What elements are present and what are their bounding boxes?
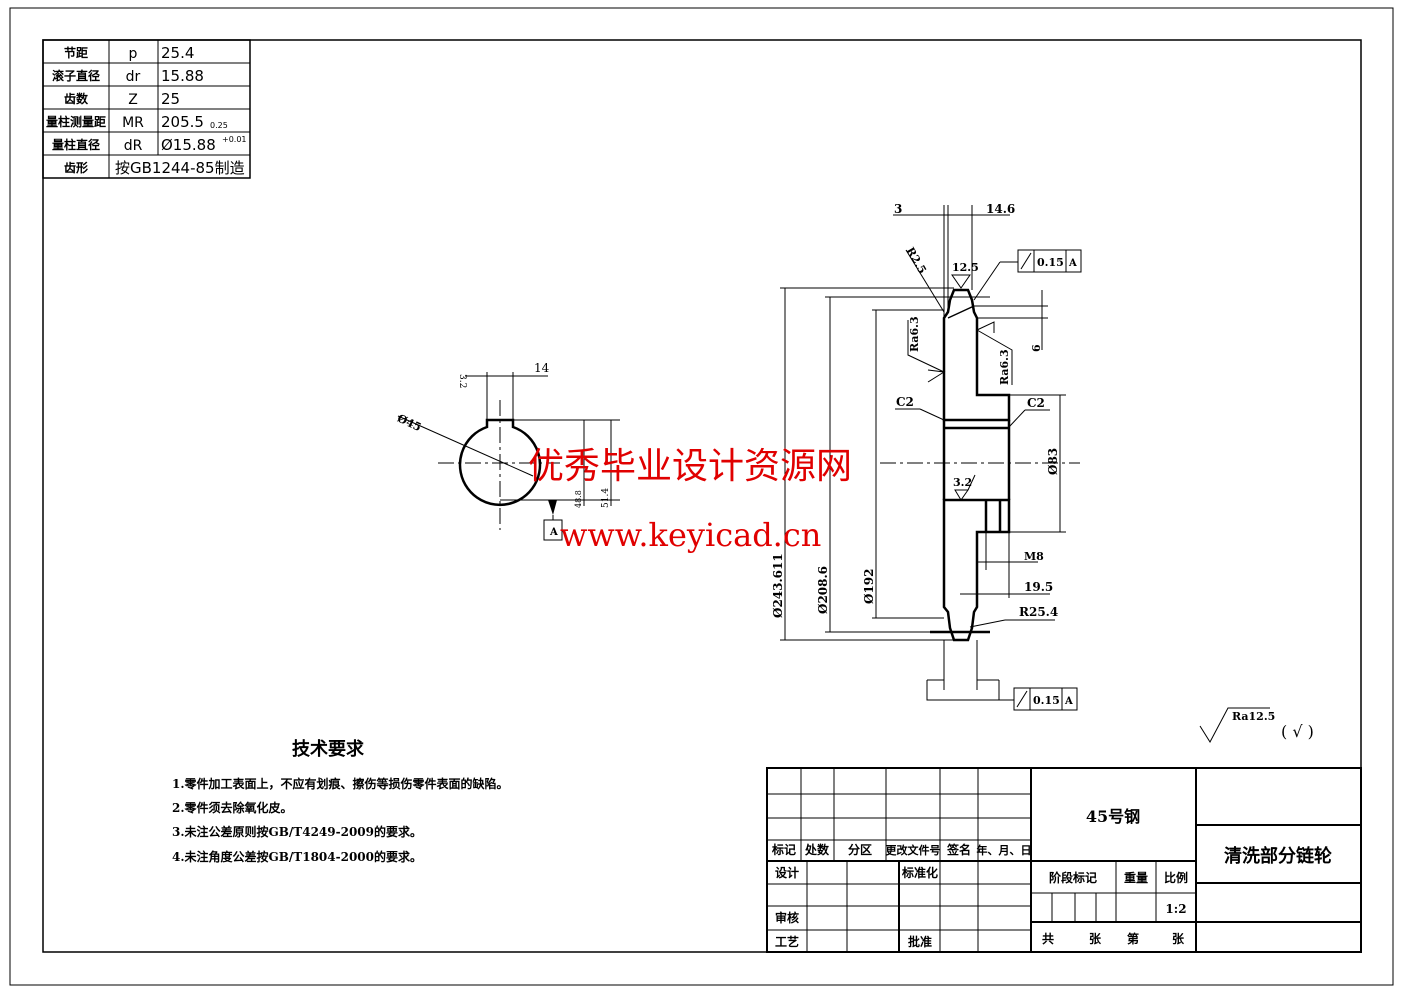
- tb-part-name: 清洗部分链轮: [1224, 845, 1332, 867]
- dim-label: R2.5: [903, 245, 928, 276]
- roughness-label: Ra12.5: [1232, 710, 1275, 723]
- param-tolerance: 0.25: [210, 121, 228, 130]
- tech-req-item: 1.零件加工表面上，不应有划痕、擦伤等损伤零件表面的缺陷。: [172, 776, 509, 791]
- roughness-label: 3.2: [953, 476, 972, 489]
- tb-page: 第: [1127, 931, 1139, 946]
- watermark: 优秀毕业设计资源网 www.keyicad.cn: [528, 446, 852, 554]
- datum-label: A: [1064, 696, 1073, 707]
- tb-sheets: 张: [1089, 931, 1102, 946]
- param-value: 25: [161, 90, 180, 108]
- watermark-url: www.keyicad.cn: [560, 516, 821, 554]
- param-value: 205.5: [161, 113, 204, 131]
- dim-label: R25.4: [1019, 605, 1058, 619]
- tb-scale-label: 比例: [1164, 870, 1188, 885]
- param-symbol: p: [129, 46, 138, 62]
- dim-label: 48.8: [574, 490, 583, 508]
- runout-tolerance: 0.15: [1033, 694, 1060, 707]
- tech-req-item: 3.未注公差原则按GB/T4249-2009的要求。: [172, 824, 422, 839]
- param-value: Ø15.88: [161, 136, 216, 154]
- tb-total: 共: [1042, 931, 1054, 946]
- parameter-table: 节距 滚子直径 齿数 量柱测量距 量柱直径 齿形 p dr Z MR dR 25…: [42, 39, 251, 179]
- tb-header: 更改文件号: [886, 843, 941, 857]
- param-value: 25.4: [161, 44, 194, 62]
- tech-req-item: 2.零件须去除氧化皮。: [172, 800, 293, 815]
- roughness-label: Ra6.3: [998, 349, 1011, 385]
- dim-label: 3: [894, 202, 902, 216]
- param-symbol: Z: [128, 92, 138, 108]
- tb-header: 签名: [946, 842, 971, 857]
- roughness-other: ( √ ): [1281, 722, 1314, 741]
- tb-design: 设计: [775, 865, 799, 880]
- param-name: 齿数: [64, 91, 89, 106]
- tech-req-item: 4.未注角度公差按GB/T1804-2000的要求。: [172, 849, 422, 864]
- sprocket-section-view: Ø243.611 Ø208.6 Ø192 Ø83 3 14.6 R2.5 12.…: [771, 202, 1082, 711]
- dim-label: 14.6: [986, 202, 1015, 216]
- tb-standard: 标准化: [901, 865, 938, 880]
- datum-label: A: [549, 527, 558, 538]
- drawing-frame: [42, 39, 1362, 953]
- outer-border: [9, 7, 1394, 986]
- dim-label: 19.5: [1024, 580, 1053, 594]
- tb-stage: 阶段标记: [1049, 870, 1097, 885]
- tb-scale: 1:2: [1165, 902, 1186, 916]
- param-symbol: dR: [124, 138, 143, 154]
- tech-req-title: 技术要求: [292, 738, 365, 760]
- roughness-label: Ra6.3: [908, 316, 921, 352]
- param-name: 量柱直径: [52, 137, 100, 152]
- roughness-label: 12.5: [952, 261, 979, 274]
- tb-material: 45号钢: [1086, 807, 1140, 826]
- dim-label: 6: [1030, 344, 1043, 352]
- watermark-text: 优秀毕业设计资源网: [528, 446, 852, 487]
- tb-sheets: 张: [1172, 931, 1185, 946]
- dim-label: 51.4: [601, 488, 611, 508]
- tb-weight: 重量: [1124, 870, 1148, 885]
- runout-tolerance: 0.15: [1037, 256, 1064, 269]
- tb-process: 工艺: [775, 934, 799, 949]
- param-name: 齿形: [64, 160, 88, 175]
- dim-label: Ø243.611: [771, 553, 785, 618]
- tb-header: 分区: [848, 842, 872, 857]
- tb-review: 审核: [775, 910, 799, 925]
- dim-label: Ø208.6: [816, 566, 830, 614]
- datum-label: A: [1068, 258, 1077, 269]
- param-name: 滚子直径: [52, 68, 100, 83]
- dim-label: Ø45: [395, 412, 423, 434]
- param-name: 量柱测量距: [46, 114, 106, 129]
- param-tolerance: +0.01: [222, 135, 247, 144]
- dim-label: 14: [534, 361, 550, 375]
- general-roughness-symbol: Ra12.5 ( √ ): [1199, 707, 1314, 744]
- tb-header: 标记: [771, 842, 796, 857]
- param-symbol: MR: [122, 115, 144, 131]
- dim-label: Ø192: [862, 568, 876, 604]
- dim-label: M8: [1024, 550, 1044, 563]
- param-symbol: dr: [126, 69, 141, 85]
- param-name: 节距: [64, 45, 88, 60]
- tb-header: 处数: [804, 842, 830, 857]
- dim-label: C2: [896, 395, 914, 409]
- dim-label: 3.2: [457, 374, 467, 388]
- dim-label: Ø83: [1046, 448, 1060, 475]
- param-value: 15.88: [161, 67, 204, 85]
- tb-header: 年、月、日: [977, 843, 1032, 857]
- technical-requirements: 技术要求 1.零件加工表面上，不应有划痕、擦伤等损伤零件表面的缺陷。 2.零件须…: [172, 738, 509, 864]
- tb-approve: 批准: [908, 934, 932, 949]
- title-block: 标记 处数 分区 更改文件号 签名 年、月、日 设计 标准化 审核 工艺 批准 …: [766, 767, 1362, 953]
- param-value: 按GB1244-85制造: [115, 159, 245, 177]
- dim-label: C2: [1027, 396, 1045, 410]
